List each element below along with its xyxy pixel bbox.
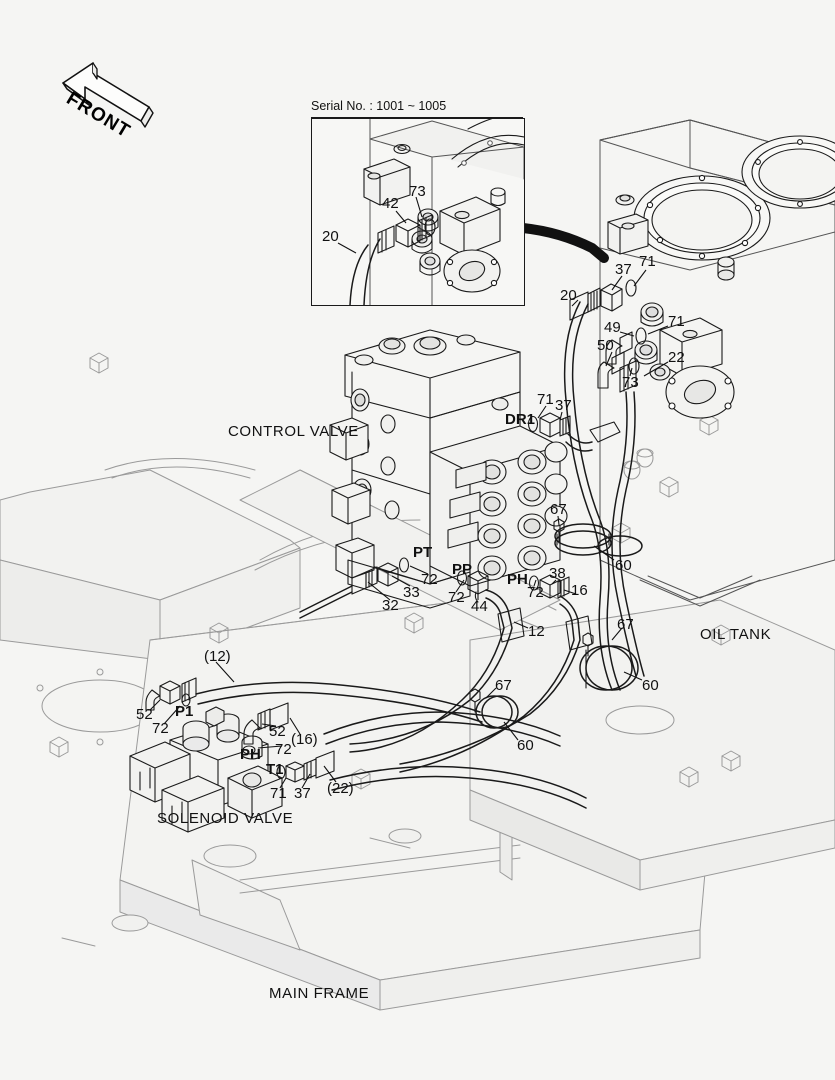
callout-71-tank-a: 71 <box>639 253 656 270</box>
fitting-pt-32-33-72 <box>299 557 410 619</box>
hose-black-stub <box>518 223 609 263</box>
hose-dr1 <box>565 421 621 452</box>
callout-49: 49 <box>604 319 621 336</box>
callout-12: 12 <box>528 623 545 640</box>
port-label-pt: PT <box>413 544 433 561</box>
solenoid-valve-geometry <box>129 706 283 833</box>
label-solenoid-valve: SOLENOID VALVE <box>157 810 294 827</box>
callout-16: 16 <box>571 582 588 599</box>
bolt-67-b <box>582 632 594 657</box>
serial-inset-box <box>311 118 525 306</box>
callout-72-pp: 72 <box>448 589 465 606</box>
callout-72-ph-sv: 72 <box>275 741 292 758</box>
port-label-pp: PP <box>452 561 473 578</box>
fitting-50-73-22 <box>597 351 640 393</box>
hose-20 <box>563 301 621 691</box>
callout-44: 44 <box>471 598 488 615</box>
callout-32: 32 <box>382 597 399 614</box>
callout-67-c: 67 <box>495 677 512 694</box>
hose-12 <box>349 589 525 753</box>
callout-12-paren: (12) <box>204 648 231 665</box>
callout-16-paren: (16) <box>291 731 318 748</box>
callout-37-dr1: 37 <box>555 397 572 414</box>
fitting-37-71-upper <box>569 279 637 321</box>
callout-38: 38 <box>549 565 566 582</box>
cube-fastener-markers <box>49 352 741 790</box>
fitting-dr1-71-37 <box>527 412 571 438</box>
callout-72-pt: 72 <box>421 571 438 588</box>
label-control-valve: CONTROL VALVE <box>228 423 359 440</box>
callout-37-tank: 37 <box>615 261 632 278</box>
clamp-60-b <box>579 632 639 691</box>
tank-port-block <box>634 302 735 419</box>
inset-callout-73: 73 <box>409 183 426 200</box>
callout-33: 33 <box>403 584 420 601</box>
callout-72-ph: 72 <box>527 584 544 601</box>
inset-fitting-42-73 <box>349 214 436 305</box>
callout-71-t1: 71 <box>270 785 287 802</box>
fitting-ph-38-16 <box>528 574 570 599</box>
leader-lines <box>149 269 669 789</box>
callout-73-tank: 73 <box>622 374 639 391</box>
callout-60-c: 60 <box>517 737 534 754</box>
oil-tank-geometry <box>599 119 835 607</box>
fitting-p1-52-72 <box>145 677 197 711</box>
port-label-ph-cv: PH <box>507 571 528 588</box>
port-label-dr1: DR1 <box>505 411 536 428</box>
hose-22 <box>611 391 645 677</box>
port-label-t1: T1 <box>266 761 284 778</box>
callout-22-tank: 22 <box>668 349 685 366</box>
fitting-pp-44-72 <box>456 570 489 603</box>
serial-inset-title: Serial No. : 1001 ~ 1005 <box>311 99 447 113</box>
front-arrow-icon: FRONT <box>45 55 165 150</box>
port-label-ph-sv: PH <box>240 746 261 763</box>
callout-52-ph: 52 <box>269 723 286 740</box>
clamp-60-c <box>469 688 519 729</box>
callout-60-b: 60 <box>642 677 659 694</box>
serial-title-underline <box>311 117 523 119</box>
port-label-p1: P1 <box>175 703 194 720</box>
callout-50: 50 <box>597 337 614 354</box>
inset-callout-20: 20 <box>322 228 339 245</box>
bolt-67-a <box>553 518 565 544</box>
callout-22-paren: (22) <box>327 780 354 797</box>
callout-67-b: 67 <box>617 616 634 633</box>
clamp-60-a <box>553 518 612 556</box>
inset-callout-42: 42 <box>382 195 399 212</box>
clamp-60-d <box>597 535 643 557</box>
right-frame-plate <box>469 599 835 891</box>
callout-20-tank: 20 <box>560 287 577 304</box>
callout-52-p1: 52 <box>136 706 153 723</box>
callout-72-p1: 72 <box>152 720 169 737</box>
callout-71-dr1: 71 <box>537 391 554 408</box>
bolt-67-c <box>469 688 481 713</box>
callout-60-a: 60 <box>615 557 632 574</box>
hose-12-upper <box>195 681 483 723</box>
label-oil-tank: OIL TANK <box>700 626 772 643</box>
valve-port-circles <box>477 441 568 581</box>
hose-22-lower <box>329 765 587 809</box>
callout-67-a: 67 <box>550 501 567 518</box>
callout-71-tank-b: 71 <box>668 313 685 330</box>
hose-16-lower <box>323 711 561 747</box>
label-main-frame: MAIN FRAME <box>269 985 370 1002</box>
callout-37-t1: 37 <box>294 785 311 802</box>
fitting-t1-71-37 <box>276 750 335 783</box>
